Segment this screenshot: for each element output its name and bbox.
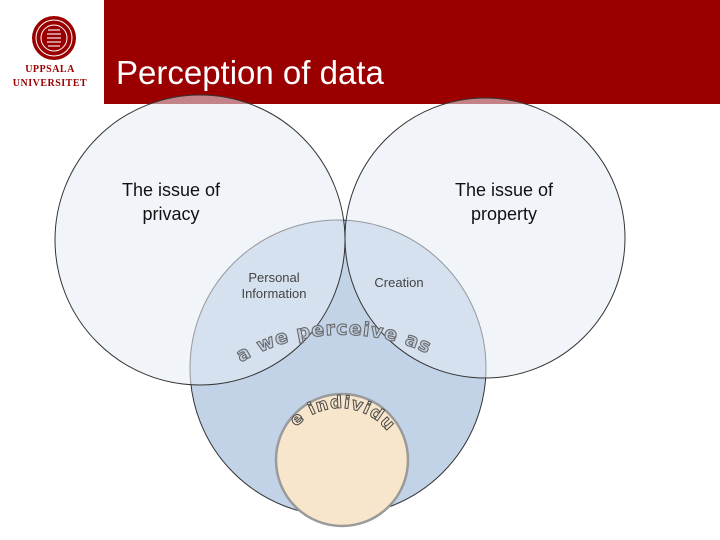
personal-information-line-2: Information <box>241 286 306 301</box>
property-label-line-1: The issue of <box>455 180 554 200</box>
property-label-line-2: property <box>471 204 537 224</box>
header-divider <box>104 104 720 108</box>
header-bar <box>0 0 720 108</box>
personal-information-line-1: Personal <box>248 270 299 285</box>
individual-circle <box>274 392 410 528</box>
privacy-label-line-1: The issue of <box>122 180 221 200</box>
logo-line-1: UPPSALA <box>25 64 75 75</box>
seal-icon <box>32 16 76 60</box>
privacy-label-line-2: privacy <box>142 204 199 224</box>
privacy-circle <box>54 94 346 386</box>
logo-line-2: UNIVERSITET <box>12 78 88 89</box>
university-logo: UPPSALA UNIVERSITET <box>0 0 104 108</box>
slide-title: Perception of data <box>116 54 384 91</box>
creation-label: Creation <box>374 275 423 290</box>
